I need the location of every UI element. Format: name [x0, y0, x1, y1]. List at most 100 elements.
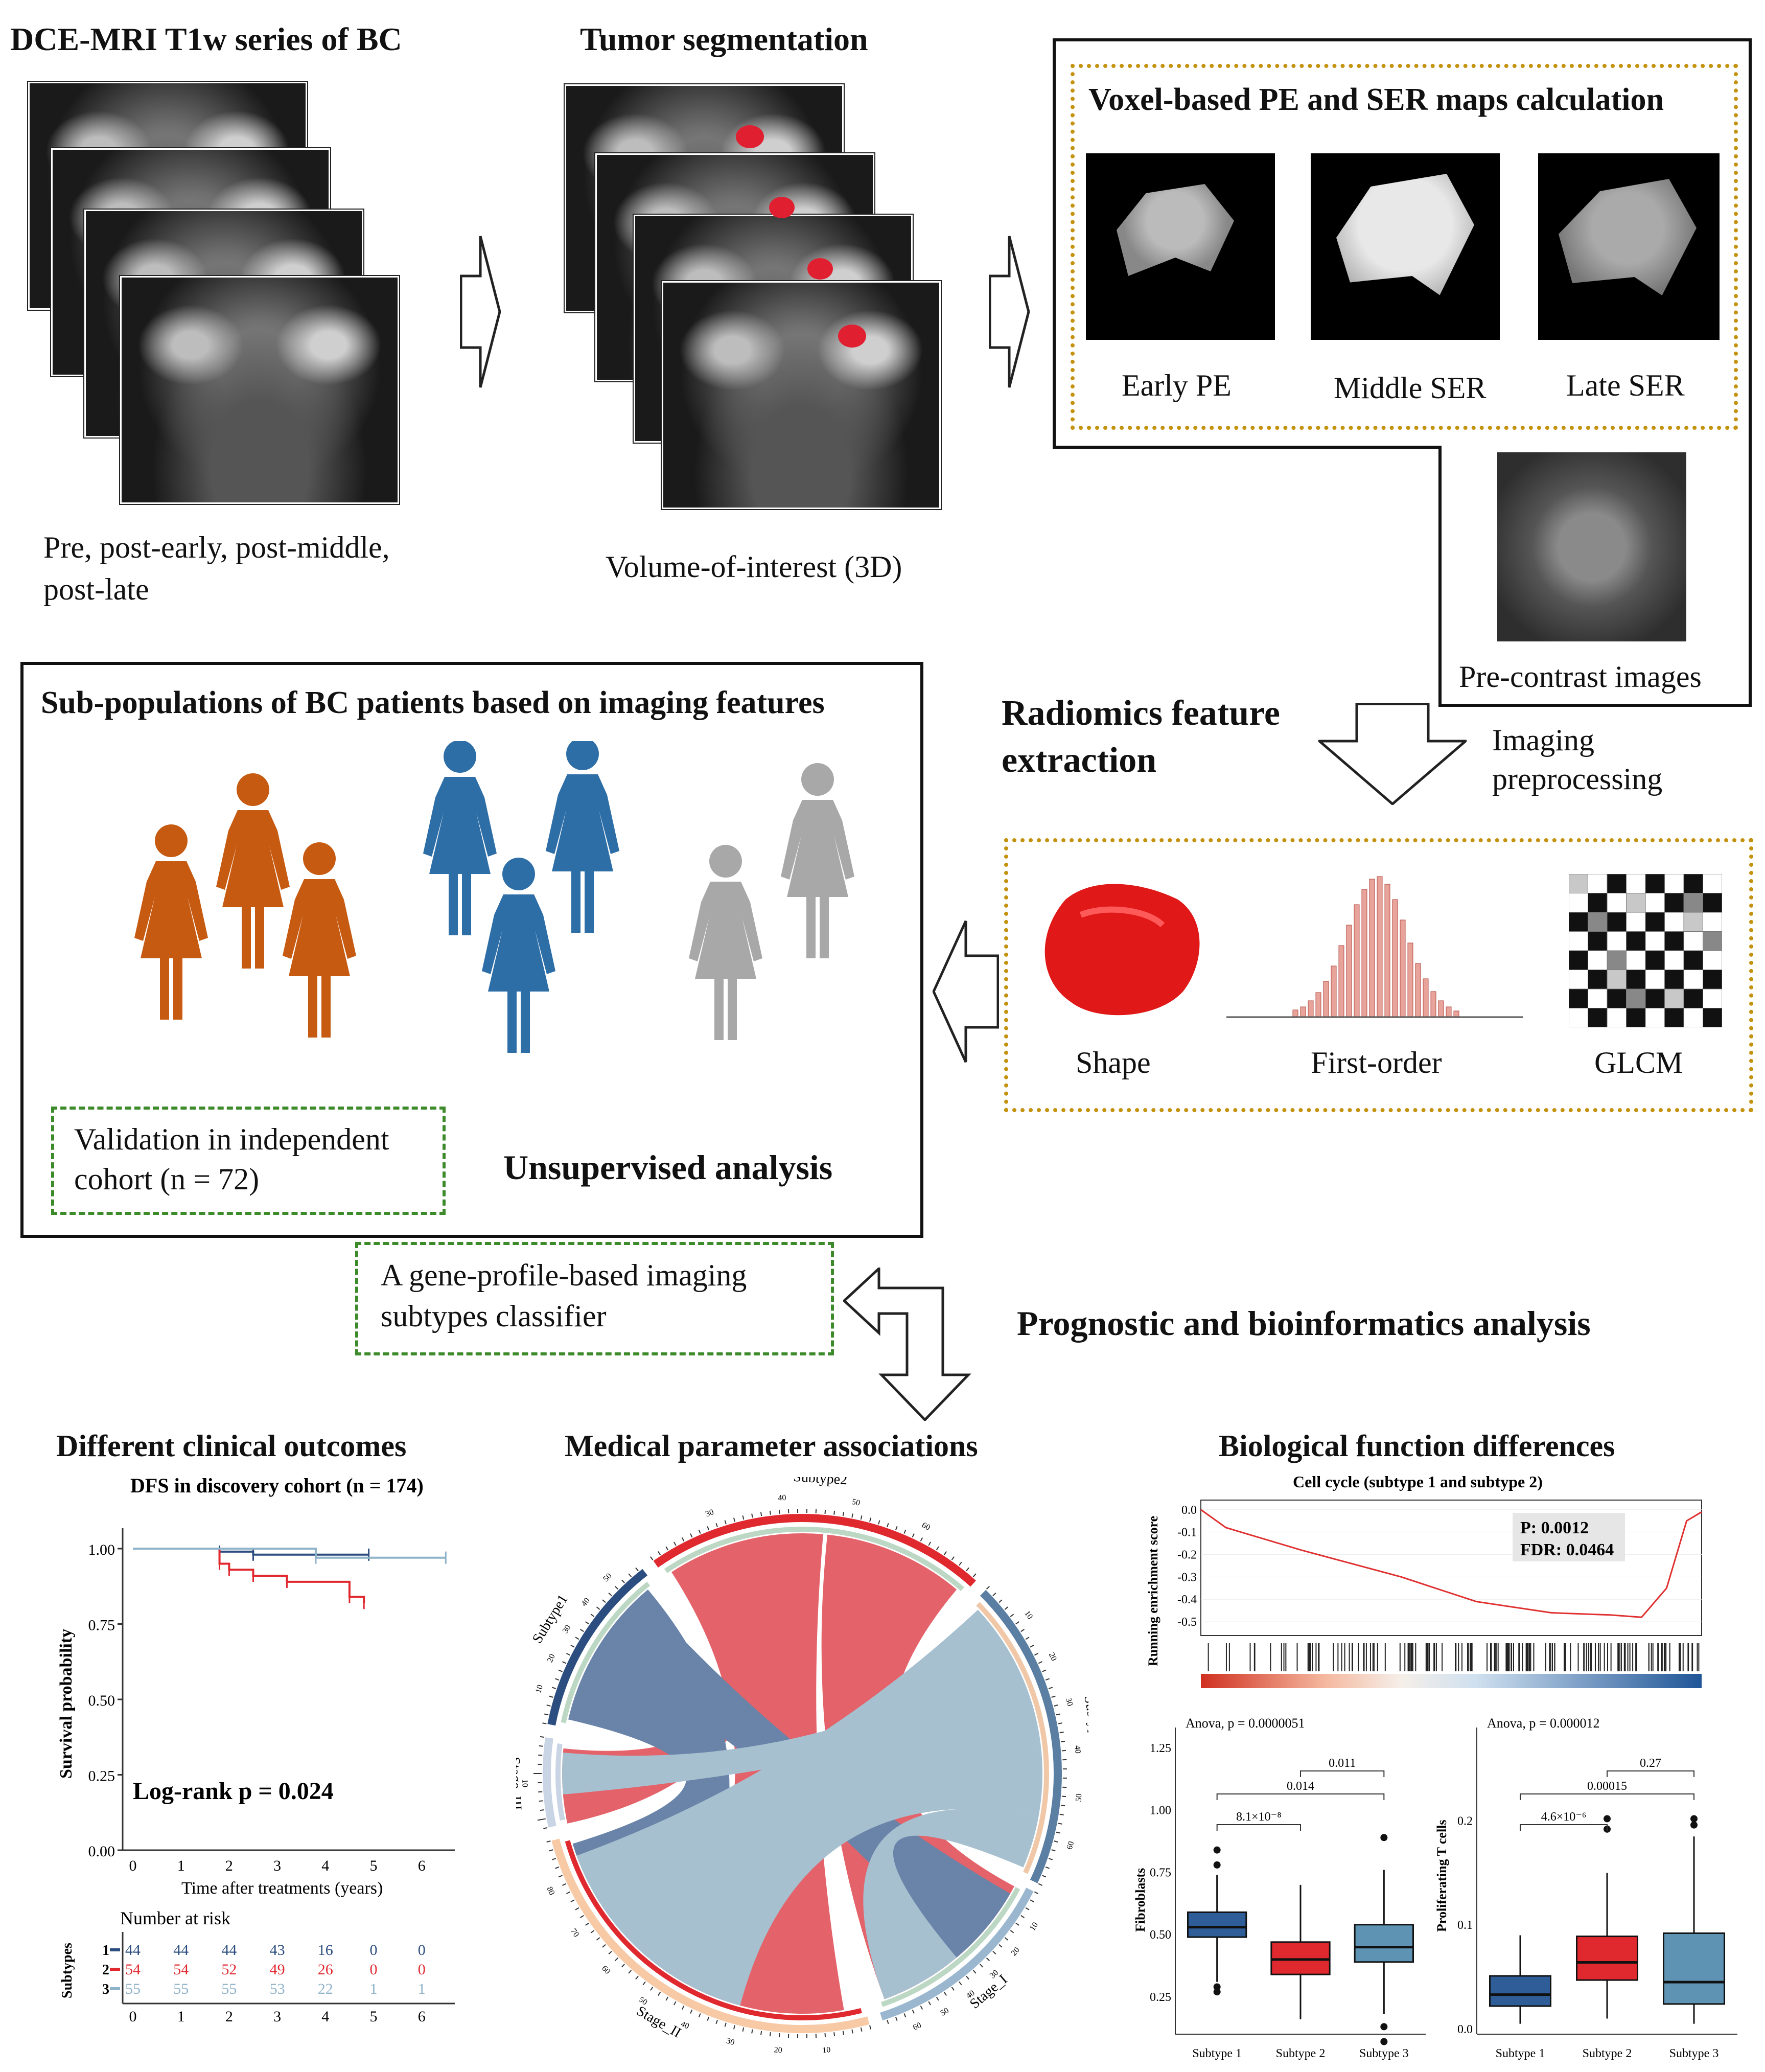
risk-cell: 44 [125, 1942, 141, 1959]
glcm-cell [1569, 988, 1589, 1009]
pe-map-early [1086, 153, 1275, 340]
chord-tick [742, 1515, 745, 1520]
glcm-cell [1664, 931, 1684, 951]
chord-tick [1056, 1831, 1060, 1834]
chord-tick [562, 1661, 567, 1664]
chord-tick [936, 1546, 939, 1551]
chord-tick-label: 60 [912, 2021, 923, 2032]
chord-tick [869, 1517, 872, 1522]
gsea-title: Cell cycle (subtype 1 and subtype 2) [1293, 1472, 1543, 1491]
map-label-late: Late SER [1566, 369, 1685, 402]
gray-patient-group [689, 763, 854, 1040]
risk-cell: 22 [318, 1981, 333, 1997]
glcm-cell [1702, 969, 1722, 989]
box-outlier [1213, 1983, 1221, 1991]
chord-tick [936, 1996, 939, 2001]
chord-sector-Subtype3 [980, 1590, 1062, 1883]
risk-cell: 52 [221, 1961, 237, 1978]
chord-tick [895, 2016, 898, 2021]
box-ytick-label: 0.1 [1457, 1919, 1473, 1932]
chord-tick [887, 1523, 889, 1528]
box-category-label: Subtype 3 [1669, 2047, 1719, 2060]
chord-tick [986, 1957, 990, 1961]
box-sig-bracket [1607, 1770, 1694, 1777]
chord-tick [928, 2001, 932, 2006]
chord-tick-label: 30 [1064, 1697, 1075, 1707]
arrow-left-features [933, 920, 999, 1063]
box-sig-label: 8.1×10⁻⁸ [1236, 1810, 1282, 1824]
chord-tick [1048, 1687, 1053, 1689]
chord-tick-label: 40 [778, 1493, 786, 1503]
chord-tick [596, 1937, 600, 1941]
chord-tick [715, 1523, 718, 1528]
chord-tick [537, 1818, 546, 1821]
box-ytick-label: 0.0 [1457, 2023, 1473, 2036]
chord-tick [928, 1541, 932, 1546]
risk-cell: 1 [370, 1981, 378, 1997]
gsea-plot: Cell cycle (subtype 1 and subtype 2) 0.0… [1146, 1472, 1702, 1688]
risk-cell: 0 [418, 1961, 426, 1978]
chord-tick-label: 10 [1023, 1609, 1034, 1621]
chord-tick [580, 1915, 584, 1918]
chord-tick [1042, 1669, 1047, 1672]
km-xtick-label: 4 [321, 1857, 329, 1874]
risk-cell: 53 [270, 1981, 285, 1997]
chord-tick [602, 1599, 606, 1603]
chord-tick [570, 1644, 575, 1648]
chord-ribbon-subtype3-stage1 [863, 1808, 1039, 1999]
gsea-ytick-label: -0.3 [1177, 1571, 1197, 1584]
chord-tick [912, 1533, 915, 1538]
box-outlier [1690, 1821, 1698, 1829]
chord-tick [570, 1899, 575, 1903]
chord-tick [1056, 1713, 1060, 1716]
risk-cell: 43 [270, 1942, 285, 1959]
box-sig-bracket [1520, 1824, 1608, 1831]
chord-tick [860, 2027, 863, 2032]
risk-xtick-label: 1 [177, 2008, 185, 2024]
glcm-cell [1607, 874, 1627, 894]
chord-tick [1015, 1922, 1019, 1926]
chord-tick [650, 1987, 654, 1991]
chord-tick [621, 1964, 625, 1968]
box-category-label: Subtype 2 [1276, 2047, 1326, 2060]
chord-tick [538, 1754, 543, 1756]
km-ytick-label: 0.75 [88, 1617, 115, 1634]
chord-inner-track [565, 1840, 862, 2020]
chord-tick [959, 1981, 962, 1986]
blue-patient-group [423, 741, 619, 1053]
gsea-ytick-label: -0.5 [1177, 1616, 1197, 1629]
chord-tick [998, 1599, 1003, 1603]
risk-cell: 44 [173, 1942, 189, 1959]
chord-tick [698, 1529, 701, 1534]
chord-tick [658, 1992, 661, 1996]
chord-tick [707, 1526, 710, 1531]
pre-contrast-label: Pre-contrast images [1459, 660, 1702, 694]
box-ytick-label: 0.75 [1150, 1866, 1171, 1879]
chord-tick [615, 1957, 619, 1961]
chord-tick [635, 1975, 639, 1980]
chord-tick [673, 2001, 677, 2006]
chord-tick-label: 80 [545, 1885, 556, 1897]
glcm-matrix [1569, 874, 1722, 1027]
maps-title: Voxel-based PE and SER maps calculation [1088, 82, 1664, 117]
glcm-cell [1645, 988, 1665, 1009]
box-iqr [1663, 1932, 1725, 2005]
chord-tick [742, 2027, 745, 2032]
box-anova-label: Anova, p = 0.000012 [1487, 1716, 1599, 1731]
risk-row-name: 2 [102, 1962, 109, 1978]
map-label-early: Early PE [1122, 369, 1232, 402]
risk-cell: 44 [221, 1942, 237, 1959]
chord-sector-label: Subtype1 [529, 1592, 571, 1646]
chord-inner-track [561, 1581, 651, 1723]
chord-tick [1061, 1795, 1066, 1798]
risk-cell: 55 [221, 1981, 237, 1997]
chord-tick [951, 1556, 955, 1560]
glcm-cell [1664, 988, 1684, 1009]
glcm-cell [1569, 950, 1589, 971]
risk-xtick-label: 6 [418, 2008, 426, 2024]
glcm-cell [1683, 912, 1704, 932]
glcm-cell [1702, 1007, 1722, 1027]
chord-tick [681, 1537, 685, 1542]
chord-tick-label: 30 [704, 1508, 715, 1518]
